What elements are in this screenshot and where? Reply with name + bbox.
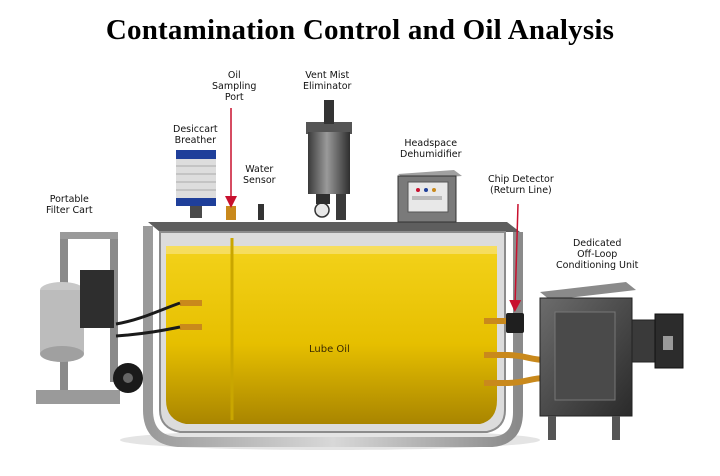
label-conditioning-unit: Dedicated Off-Loop Conditioning Unit bbox=[556, 238, 639, 271]
conditioning-hose-upper bbox=[505, 352, 546, 363]
right-port-1 bbox=[484, 318, 506, 324]
headspace-dehumidifier bbox=[397, 170, 462, 223]
water-sensor bbox=[258, 204, 264, 220]
label-vent-mist-eliminator: Vent Mist Eliminator bbox=[303, 70, 352, 92]
oil-surface bbox=[166, 246, 497, 254]
label-oil-sampling-port: Oil Sampling Port bbox=[212, 70, 257, 103]
vent-mist-eliminator bbox=[306, 100, 352, 220]
label-chip-detector: Chip Detector (Return Line) bbox=[488, 174, 554, 196]
desiccant-breather bbox=[176, 150, 216, 218]
label-water-sensor: Water Sensor bbox=[243, 164, 276, 186]
lube-oil bbox=[166, 246, 497, 424]
right-port-3 bbox=[484, 380, 506, 386]
left-port-lower bbox=[180, 324, 202, 330]
label-portable-filter-cart: Portable Filter Cart bbox=[46, 194, 93, 216]
right-port-2 bbox=[484, 352, 506, 358]
diagram-title: Contamination Control and Oil Analysis bbox=[105, 14, 615, 46]
conditioning-hose-lower bbox=[505, 375, 546, 386]
tank-top bbox=[148, 222, 520, 232]
conditioning-unit bbox=[539, 282, 684, 440]
left-port-upper bbox=[180, 300, 202, 306]
chip-detector-arrow bbox=[509, 203, 522, 312]
chip-detector bbox=[506, 313, 524, 333]
tank-wall bbox=[143, 226, 523, 447]
portable-filter-cart bbox=[36, 232, 181, 404]
oil-sampling-port bbox=[226, 206, 236, 220]
label-lube-oil: Lube Oil bbox=[309, 344, 350, 355]
label-headspace-dehumidifier: Headspace Dehumidifier bbox=[400, 138, 462, 160]
label-desiccant-breather: Desiccart Breather bbox=[173, 124, 218, 146]
